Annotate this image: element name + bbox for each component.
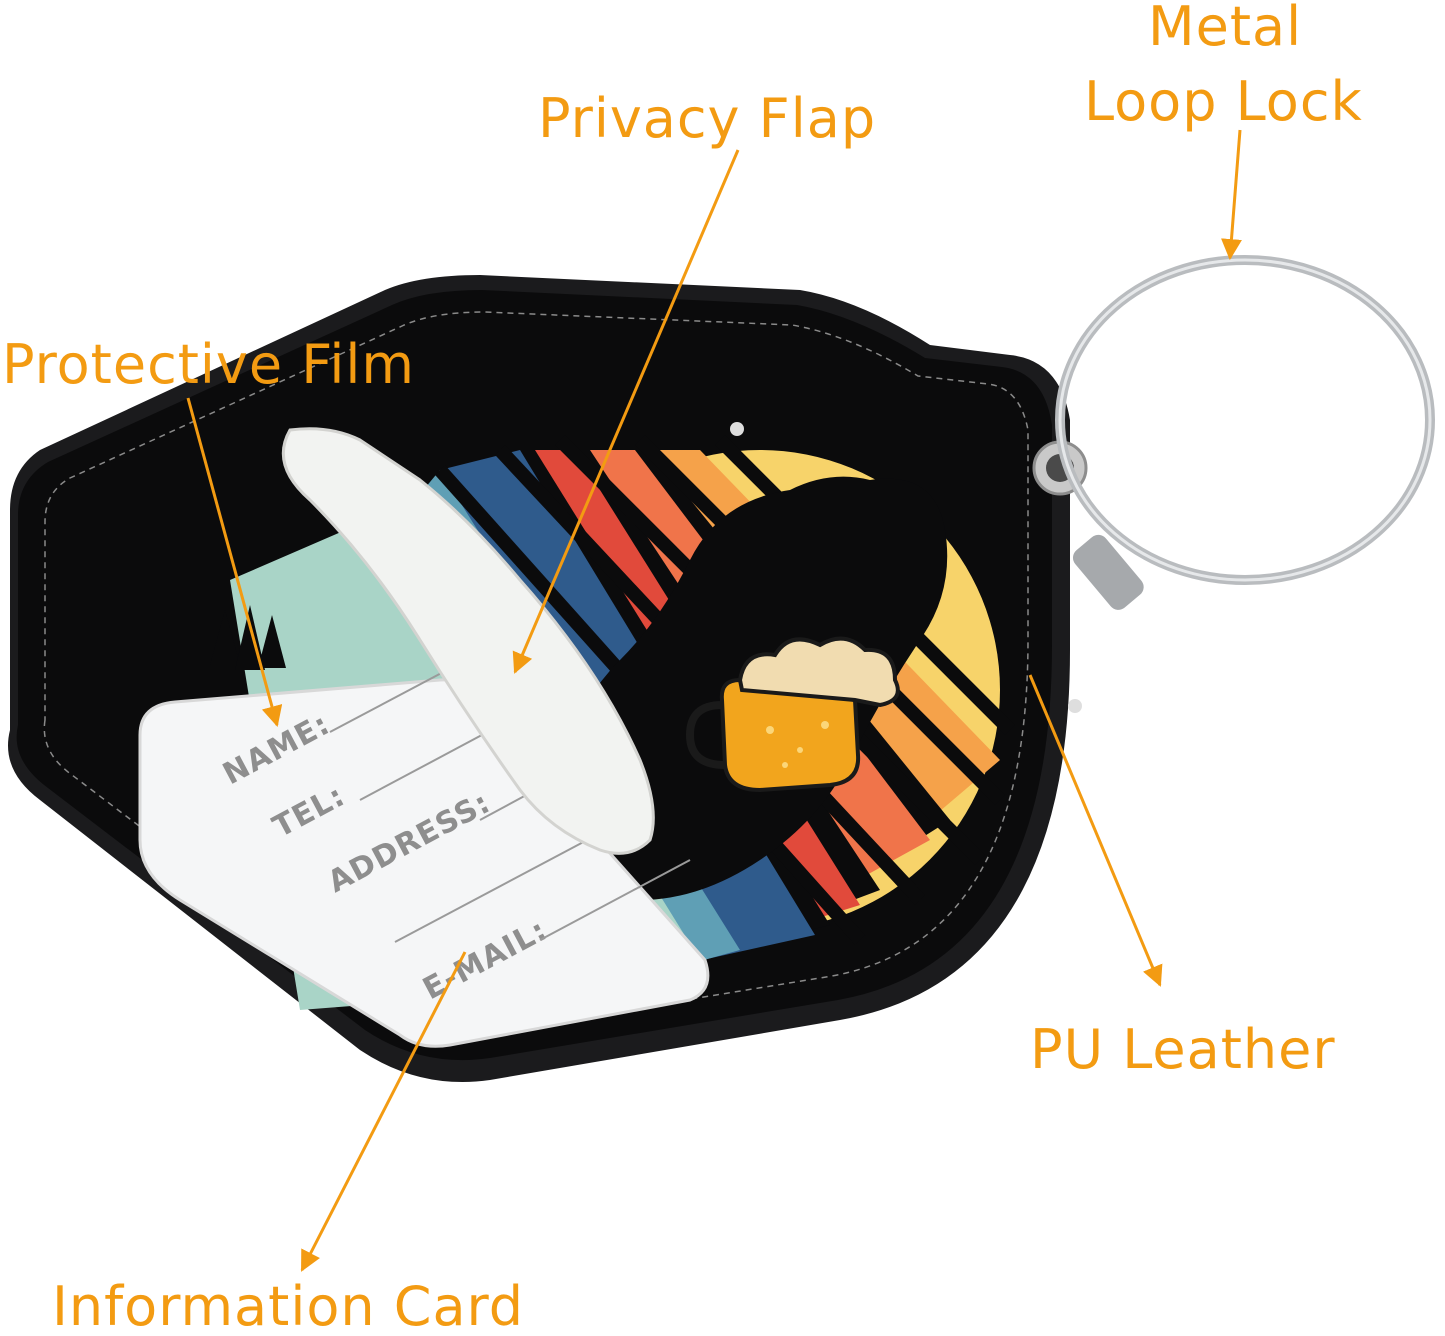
rivet: [730, 422, 744, 436]
privacy-flap-label: Privacy Flap: [538, 87, 876, 150]
information-card-window: NAME: TEL: ADDRESS: E-MAIL:: [138, 641, 710, 1048]
information-card-label: Information Card: [52, 1275, 524, 1336]
information-card-arrow: [300, 951, 467, 1272]
wire-loop-icon: [1055, 255, 1435, 610]
callout-labels: Metal Loop Lock Privacy Flap Protective …: [2, 0, 1363, 1336]
beer-mug-icon: [685, 636, 900, 793]
metal-loop-lock-arrow: [1221, 129, 1242, 261]
protective-film-label: Protective Film: [2, 333, 415, 396]
metal-loop-lock-label-line2: Loop Lock: [1084, 70, 1363, 133]
callout-arrows: [186, 129, 1242, 1272]
metal-loop-lock-label-line1: Metal: [1148, 0, 1302, 58]
privacy-flap: [281, 427, 655, 855]
privacy-flap-arrow: [512, 149, 740, 674]
pu-leather-arrow: [1028, 674, 1163, 987]
pu-leather-label: PU Leather: [1030, 1018, 1336, 1081]
protective-film-arrow: [186, 397, 283, 728]
rivet: [1068, 699, 1082, 713]
